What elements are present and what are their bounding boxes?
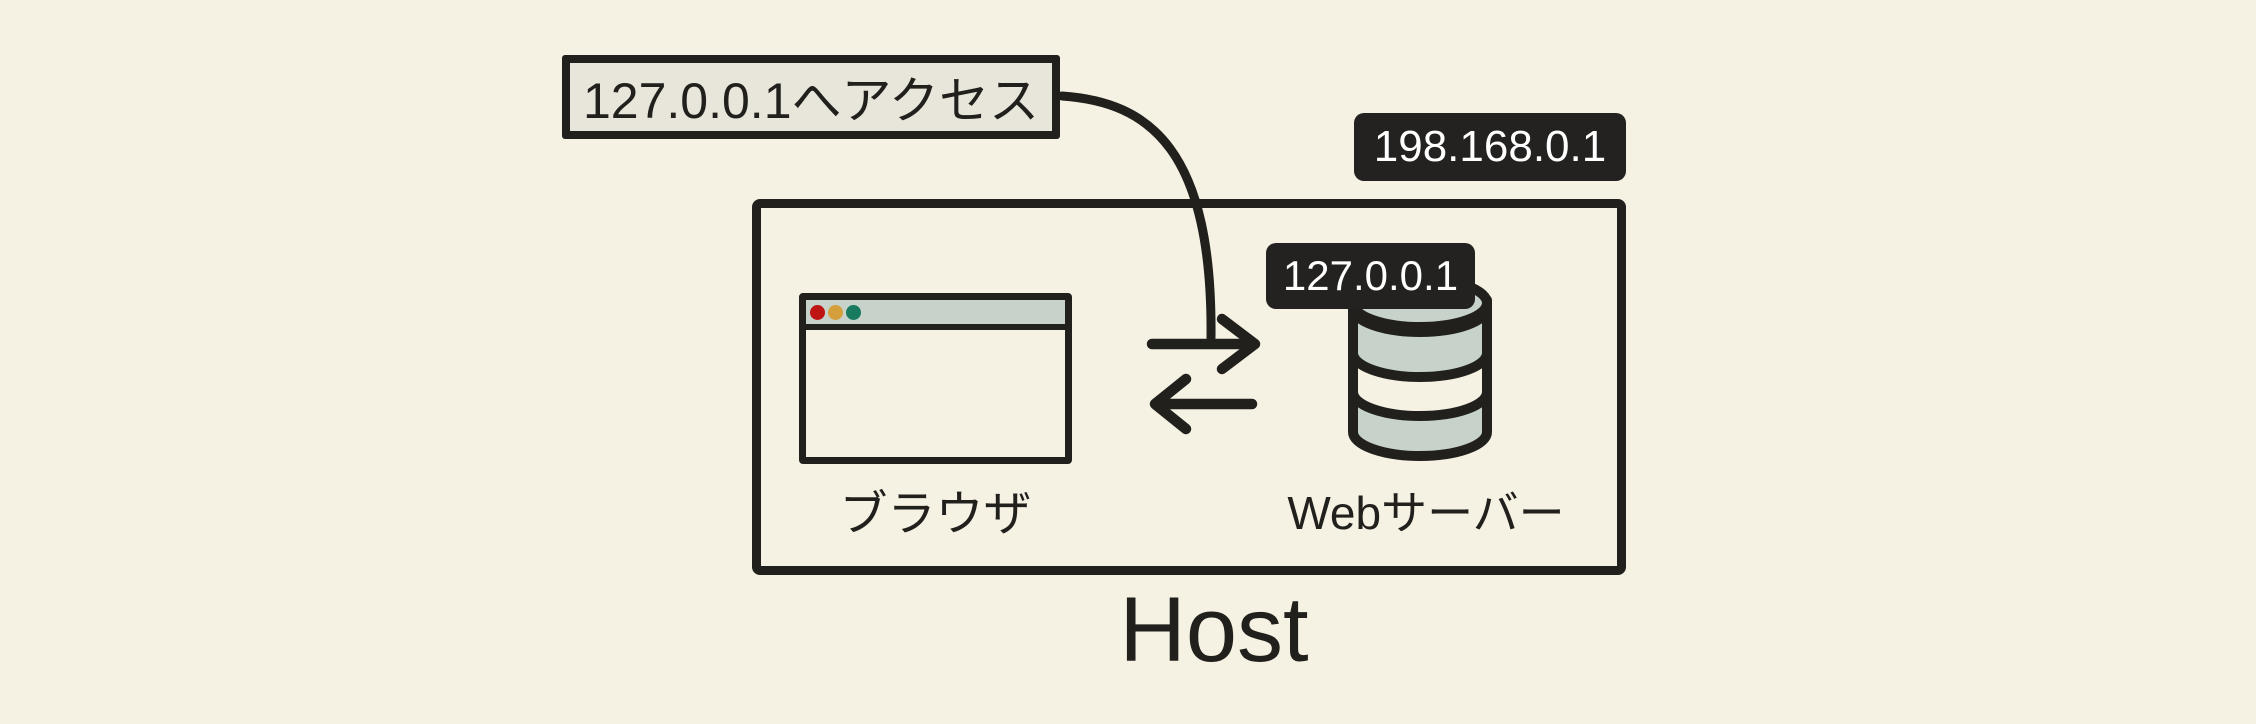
- server-ip-text: 127.0.0.1: [1282, 252, 1459, 299]
- browser-titlebar: [806, 300, 1065, 330]
- external-ip-badge: 198.168.0.1: [1354, 113, 1626, 181]
- external-ip-text: 198.168.0.1: [1373, 122, 1607, 171]
- browser-window-icon: [799, 293, 1072, 464]
- web-server-caption: Webサーバー: [1287, 487, 1565, 539]
- server-ip-badge: 127.0.0.1: [1266, 243, 1475, 309]
- host-label: Host: [1119, 579, 1309, 681]
- traffic-light-green-icon: [846, 304, 861, 320]
- traffic-light-yellow-icon: [828, 304, 843, 320]
- access-label-text: 127.0.0.1へアクセス: [582, 73, 1040, 129]
- traffic-light-red-icon: [810, 304, 825, 320]
- access-label: 127.0.0.1へアクセス: [562, 55, 1060, 139]
- browser-caption: ブラウザ: [839, 488, 1032, 541]
